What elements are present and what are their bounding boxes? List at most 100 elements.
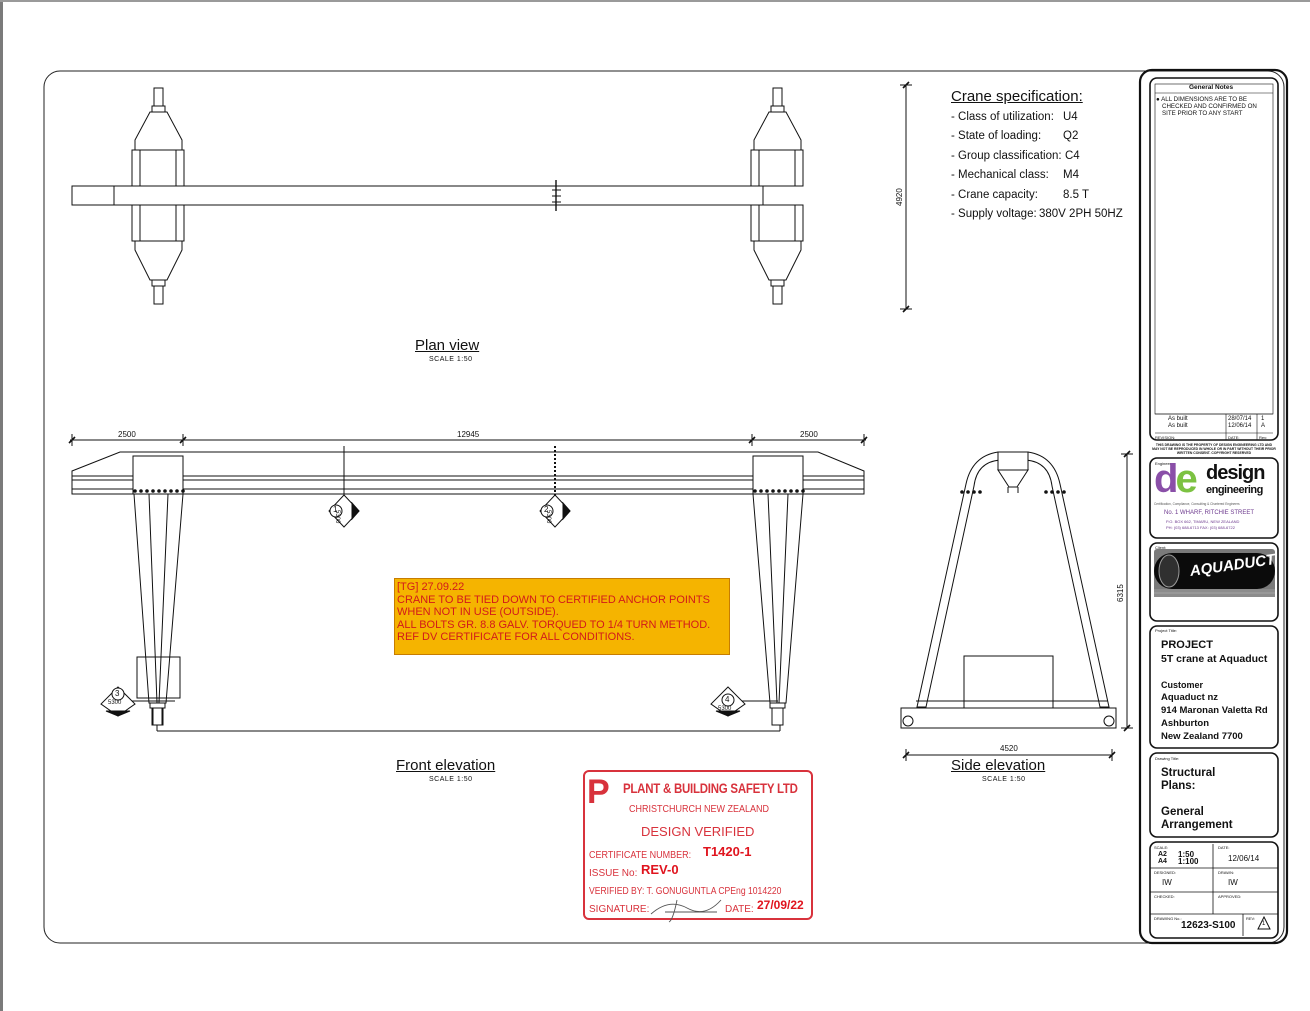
stamp-issue-value: REV-0 [641, 862, 679, 877]
marker-1-val: 5300 [334, 510, 340, 524]
spec-label: - Crane capacity: [951, 189, 1038, 201]
marker-4-val: 5300 [718, 706, 732, 712]
side-elevation-scale: SCALE 1:50 [982, 776, 1026, 783]
company-tagline: Certification, Compliance, Consulting & … [1154, 502, 1240, 506]
general-note-line: ● ALL DIMENSIONS ARE TO BE [1156, 96, 1247, 103]
revision-head-rev: Rev: [1259, 435, 1268, 440]
marker-2-shape [539, 494, 571, 528]
general-note-line: SITE PRIOR TO ANY START [1162, 110, 1243, 117]
rev-label: REV: [1246, 916, 1256, 921]
spec-item: - State of loading:Q2 [951, 130, 1078, 142]
drawing-number-label: DRAWING No.: [1154, 916, 1182, 921]
drawing-title-line: Arrangement [1161, 819, 1233, 831]
client-logo-graphic [1154, 549, 1275, 597]
marker-2-val: 5300 [545, 510, 551, 524]
customer-line: 914 Maronan Valetta Rd [1161, 705, 1268, 716]
drawing-title-spacer [1161, 793, 1233, 806]
stamp-company: PLANT & BUILDING SAFETY LTD [623, 780, 798, 796]
revision-date: 12/06/14 [1228, 423, 1252, 429]
spec-value: 8.5 T [1063, 189, 1089, 201]
general-note-line: CHECKED AND CONFIRMED ON [1162, 103, 1257, 110]
drawing-title-line: Structural [1161, 767, 1216, 779]
plan-view-scale: SCALE 1:50 [429, 356, 473, 363]
scale-a4-value: 1:100 [1178, 857, 1199, 866]
note-line: [TG] 27.09.22 [397, 581, 465, 593]
marker-2-num: 2 [544, 505, 549, 514]
company-logo-mark-letter: e [1175, 457, 1197, 501]
side-elevation-drawing [900, 450, 1133, 761]
spec-value: 380V 2PH 50HZ [1039, 208, 1123, 220]
front-right-dim: 2500 [800, 430, 818, 439]
stamp-status: DESIGN VERIFIED [641, 824, 755, 839]
company-logo-mark: de [1154, 456, 1198, 502]
scale-label: SCALE: [1154, 845, 1169, 850]
plan-view-title: Plan view [415, 337, 480, 354]
checked-label: CHECKED: [1154, 894, 1175, 899]
spec-value: Q2 [1063, 130, 1079, 142]
stamp-cert-value: T1420-1 [703, 844, 752, 859]
spec-title: Crane specification: [951, 88, 1083, 105]
stamp-date-value: 27/09/22 [757, 898, 804, 912]
tie-down-note: [TG] 27.09.22 CRANE TO BE TIED DOWN TO C… [394, 578, 730, 655]
stamp-issue-label: ISSUE No: [589, 868, 638, 879]
company-phone: PH: (03) 688-6713 FAX: (03) 688-6722 [1166, 525, 1235, 530]
copyright-notice: THIS DRAWING IS THE PROPERTY OF DESIGN E… [1152, 443, 1276, 455]
general-notes-list: ● ALL DIMENSIONS ARE TO BE CHECKED AND C… [1156, 96, 1272, 117]
drawing-title-line: Plans: [1161, 780, 1196, 792]
drawn-label: DRAWN: [1218, 870, 1235, 875]
company-po-box: P.O. BOX 662, TIMARU, NEW ZEALAND [1166, 519, 1240, 524]
page-edge-top [0, 0, 1310, 2]
drawn-value: IW [1228, 878, 1238, 887]
drawing-title-line: General [1161, 806, 1204, 818]
company-logo-mark-text: d [1154, 457, 1179, 501]
revision-head-desc: REVISION: [1155, 435, 1176, 440]
scale-a2-value: 1:50 [1178, 850, 1195, 859]
marker-4-num: 4 [725, 695, 730, 704]
company-name-1: design [1206, 462, 1265, 484]
scale-a2: A2 [1158, 851, 1167, 858]
page-edge-left [0, 0, 3, 1011]
marker-1-num: 1 [333, 505, 338, 514]
stamp-logo: P [587, 773, 610, 811]
side-width-dim: 4520 [1000, 744, 1018, 753]
revision-date: 28/07/14 [1228, 416, 1252, 422]
revision-desc: As built [1168, 416, 1188, 422]
front-left-dim: 2500 [118, 430, 136, 439]
drawing-number: 12623-S100 [1181, 920, 1236, 931]
spec-label: - Supply voltage: [951, 208, 1037, 220]
general-note-text: ALL DIMENSIONS ARE TO BE [1161, 96, 1247, 103]
note-line: WHEN NOT IN USE (OUTSIDE). [397, 606, 559, 618]
sheet-border [43, 70, 1285, 944]
scale-a4: A4 [1158, 858, 1167, 865]
company-name-2: engineering [1206, 484, 1263, 496]
note-line: CRANE TO BE TIED DOWN TO CERTIFIED ANCHO… [397, 593, 710, 606]
project-label: Project Title: [1155, 628, 1178, 633]
customer-line: New Zealand 7700 [1161, 731, 1243, 742]
front-mid-dim: 12945 [457, 430, 480, 439]
revision-head-date: DATE: [1228, 435, 1240, 440]
project-name: 5T crane at Aquaduct [1161, 653, 1268, 665]
stamp-date-label: DATE: [725, 904, 754, 915]
marker-1-shape [328, 494, 360, 528]
customer-label: Customer [1161, 680, 1204, 690]
front-elevation-title: Front elevation [396, 757, 496, 774]
stamp-cert-label: CERTIFICATE NUMBER: [589, 850, 692, 861]
date-label: DATE: [1218, 845, 1230, 850]
spec-value: C4 [1065, 150, 1080, 162]
marker-3-val: 5300 [108, 700, 122, 706]
front-elevation-scale: SCALE 1:50 [429, 776, 473, 783]
spec-item: - Crane capacity: 8.5 T [951, 189, 1089, 201]
plan-height-dim: 4920 [895, 188, 904, 206]
spec-item: - Supply voltage:380V 2PH 50HZ [951, 208, 1123, 220]
project-title: PROJECT [1161, 639, 1213, 651]
revision-rev: A [1261, 423, 1266, 429]
side-elevation-title: Side elevation [951, 757, 1046, 774]
customer-address: Aquaduct nz 914 Maronan Valetta Rd Ashbu… [1161, 691, 1276, 743]
plan-view-drawing [71, 81, 912, 313]
designed-value: IW [1162, 878, 1172, 887]
spec-item: - Mechanical class:M4 [951, 169, 1079, 181]
drawing-title: Structural Plans: General Arrangement [1161, 767, 1233, 832]
customer-line: Ashburton [1161, 718, 1210, 729]
side-height-dim: 6315 [1116, 584, 1125, 602]
